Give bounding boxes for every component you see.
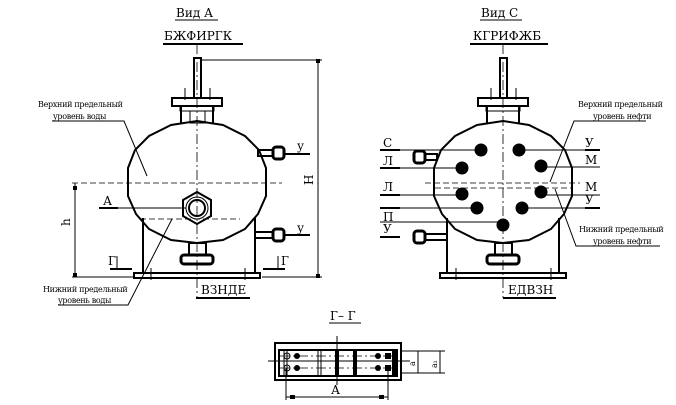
side-label-upper: у (297, 139, 304, 153)
top-nozzle-c (477, 57, 529, 124)
oil-lower-level-label-2: уровень нефти (593, 237, 651, 246)
ports (455, 143, 548, 232)
section-title: Г– Г (330, 309, 356, 323)
view-a-top-label: БЖФИРГК (164, 29, 233, 43)
section-dim-small-a: а (408, 361, 417, 366)
right-port-labels: У М М У (519, 136, 600, 209)
section-dim-small-a1: а₁ (430, 361, 439, 368)
lower-level-label: Нижний предельный (43, 285, 127, 294)
side-label-lower: у (297, 221, 304, 235)
section-dim-a-label: А (331, 383, 340, 397)
left-port-labels: С Л Л П У (380, 136, 503, 238)
view-a-bottom-label: ВЗНДЕ (201, 283, 246, 297)
nozzle-a-label: А (103, 194, 112, 208)
upper-level-label-2: уровень воды (53, 112, 107, 121)
view-c-top-label: КГРИФЖБ (473, 29, 541, 43)
svg-text:У: У (585, 136, 594, 150)
svg-text:У: У (585, 193, 594, 207)
oil-upper-level-label-2: уровень нефти (593, 112, 651, 121)
view-a-title: Вид А (176, 6, 213, 20)
side-nozzle-upper: у (257, 139, 310, 161)
top-nozzle (171, 57, 223, 124)
side-nozzle-lower: у (254, 221, 310, 243)
base-plate (133, 272, 261, 279)
level-label: h (59, 218, 73, 226)
svg-text:П: П (383, 210, 393, 224)
oil-upper-level-label: Верхний предельный (578, 100, 663, 109)
view-c-bottom-label: ЕДВЗН (508, 283, 553, 297)
svg-text:М: М (585, 180, 597, 194)
svg-text:У: У (383, 222, 392, 236)
view-c-title: Вид С (481, 6, 518, 20)
oil-lower-level-label: Нижний предельный (579, 225, 663, 234)
section-g-g: Г– Г А а а₁ (268, 309, 445, 400)
view-a: Вид А БЖФИРГК (38, 6, 322, 306)
section-mark-right: Г (281, 254, 289, 268)
upper-level-label: Верхний предельный (38, 100, 123, 109)
section-mark-left: Г (108, 254, 116, 268)
bottom-nozzle (179, 253, 215, 266)
svg-text:С: С (383, 136, 392, 150)
view-c: Вид С КГРИФЖБ (380, 6, 664, 299)
lower-level-label-2: уровень воды (58, 296, 112, 305)
height-label: Н (302, 175, 316, 185)
svg-text:Л: Л (383, 154, 393, 168)
svg-text:Л: Л (383, 180, 393, 194)
svg-text:М: М (585, 153, 597, 167)
